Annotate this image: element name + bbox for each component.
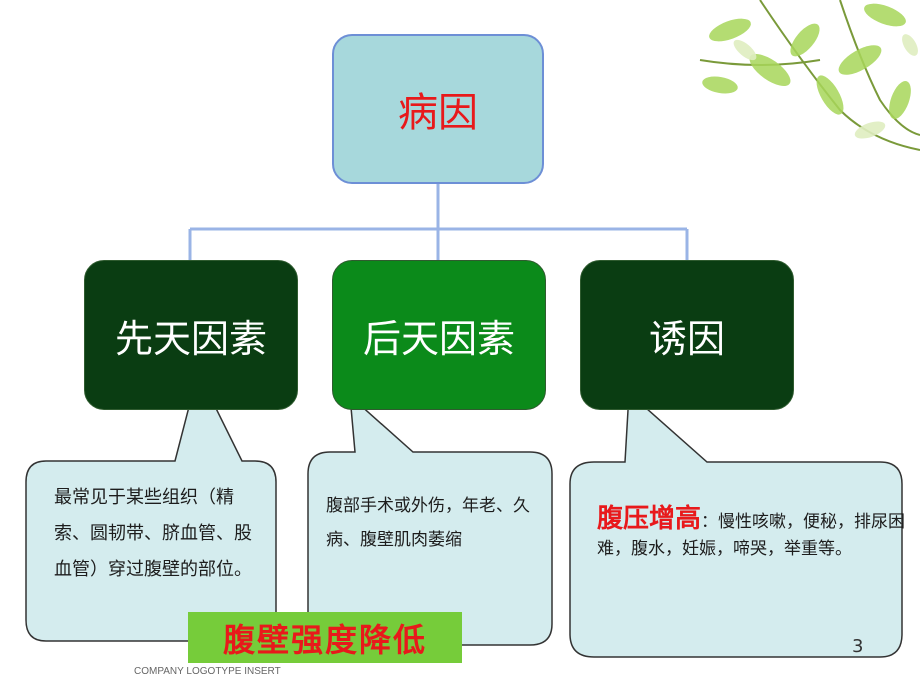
node-inducing-factors: 诱因 [580,260,794,410]
callout-acquired-text: 腹部手术或外伤，年老、久病、腹壁肌肉萎缩 [326,496,530,550]
callout-inducing-body: ：慢性咳嗽，便秘，排尿困难，腹水，妊娠，啼哭，举重等。 [597,512,906,559]
root-node-label: 病因 [398,90,478,136]
node-acquired-factors: 后天因素 [332,260,546,410]
node-label: 先天因素 [114,316,267,361]
node-congenital-factors: 先天因素 [84,260,298,410]
callout-acquired-shape [307,394,553,646]
page-number: 3 [852,636,864,657]
node-label: 诱因 [648,316,725,361]
node-label: 后天因素 [362,316,515,361]
callout-inducing-highlight: 腹压增高 [597,504,702,534]
callout-inducing-text: 腹压增高：慢性咳嗽，便秘，排尿困难，腹水，妊娠，啼哭，举重等。 [597,506,917,563]
badge-weakened-abdominal-wall: 腹壁强度降低 [188,612,462,663]
root-node-cause: 病因 [332,34,544,184]
footer-logotype: COMPANY LOGOTYPE INSERT [134,666,281,677]
callout-inducing-shape [569,391,903,658]
callout-congenital-text: 最常见于某些组织（精索、圆韧带、脐血管、股血管）穿过腹壁的部位。 [54,487,252,580]
